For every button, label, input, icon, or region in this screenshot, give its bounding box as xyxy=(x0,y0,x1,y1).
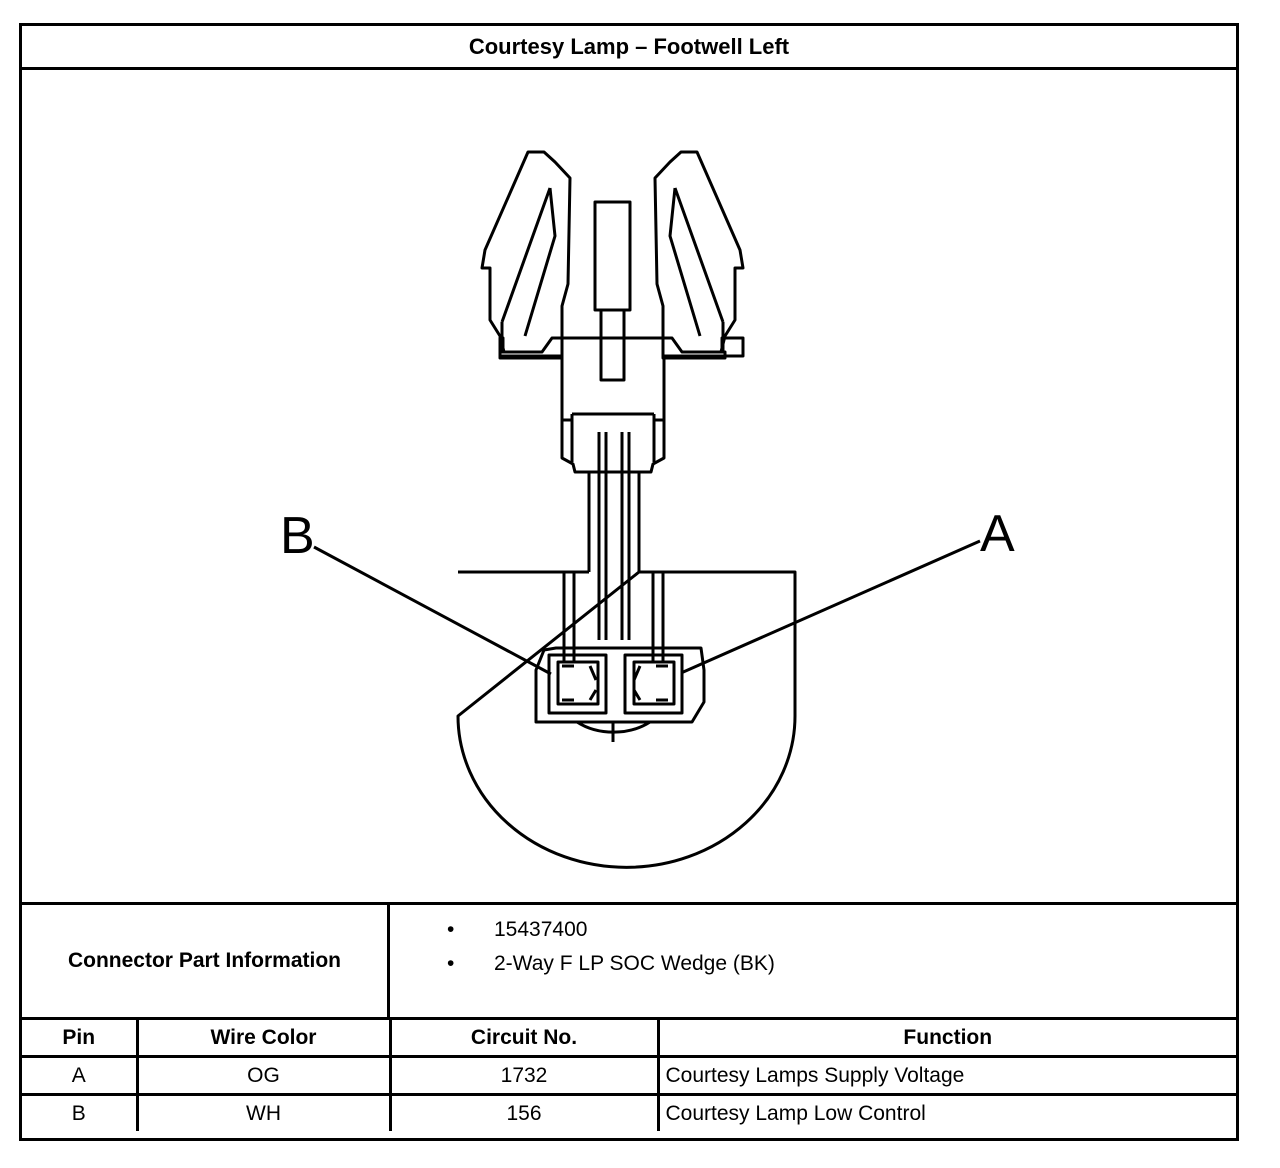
cavity-b-detail xyxy=(562,664,598,702)
cell-wire-color: WH xyxy=(135,1093,392,1131)
center-post xyxy=(593,200,632,312)
base-channels xyxy=(562,572,665,662)
terminal-housing xyxy=(534,646,706,724)
center-stem xyxy=(599,310,626,382)
cell-function: Courtesy Lamps Supply Voltage xyxy=(656,1055,1236,1096)
pin-table: Pin Wire Color Circuit No. Function A OG… xyxy=(22,1020,1236,1131)
connector-diagram: B A xyxy=(22,70,1236,902)
table-row: A OG 1732 Courtesy Lamps Supply Voltage xyxy=(22,1055,1236,1096)
cell-pin: B xyxy=(22,1093,139,1131)
neck-inner xyxy=(597,432,631,640)
cavity-b xyxy=(547,653,608,715)
connector-part-info: Connector Part Information 15437400 2-Wa… xyxy=(22,902,1236,1020)
list-item-part-number: 15437400 xyxy=(390,913,775,947)
cavity-a-detail xyxy=(632,664,668,702)
header-function: Function xyxy=(656,1020,1236,1058)
cavity-b-inner xyxy=(556,660,600,706)
cell-circuit-no: 156 xyxy=(388,1093,660,1131)
header-pin: Pin xyxy=(22,1020,139,1058)
neck-bar xyxy=(604,432,624,640)
cell-wire-color: OG xyxy=(135,1055,392,1096)
connector-info-label: Connector Part Information xyxy=(22,905,390,1017)
table-row: B WH 156 Courtesy Lamp Low Control xyxy=(22,1093,1236,1131)
pin-label-b: B xyxy=(280,507,315,565)
cell-function: Courtesy Lamp Low Control xyxy=(656,1093,1236,1131)
flange xyxy=(498,336,745,474)
right-latch-inner xyxy=(668,187,725,352)
base xyxy=(456,570,797,869)
cavity-a xyxy=(623,653,684,715)
header-wire-color: Wire Color xyxy=(135,1020,392,1058)
connector-drawing: B A xyxy=(280,150,1015,869)
left-latch-inner xyxy=(500,187,557,352)
cell-pin: A xyxy=(22,1055,139,1096)
cavity-a-inner xyxy=(632,660,676,706)
list-item-description: 2-Way F LP SOC Wedge (BK) xyxy=(390,947,775,981)
table-header-row: Pin Wire Color Circuit No. Function xyxy=(22,1020,1236,1058)
header-circuit-no: Circuit No. xyxy=(388,1020,660,1058)
pin-label-a: A xyxy=(980,505,1015,563)
neck xyxy=(587,472,641,572)
cell-circuit-no: 1732 xyxy=(388,1055,660,1096)
connector-info-list: 15437400 2-Way F LP SOC Wedge (BK) xyxy=(390,913,775,981)
flange-inner xyxy=(570,412,656,462)
page-title: Courtesy Lamp – Footwell Left xyxy=(22,26,1236,70)
leader-line-a xyxy=(680,539,981,675)
leader-line-b xyxy=(313,545,552,676)
connector-frame: Courtesy Lamp – Footwell Left xyxy=(19,23,1239,1141)
